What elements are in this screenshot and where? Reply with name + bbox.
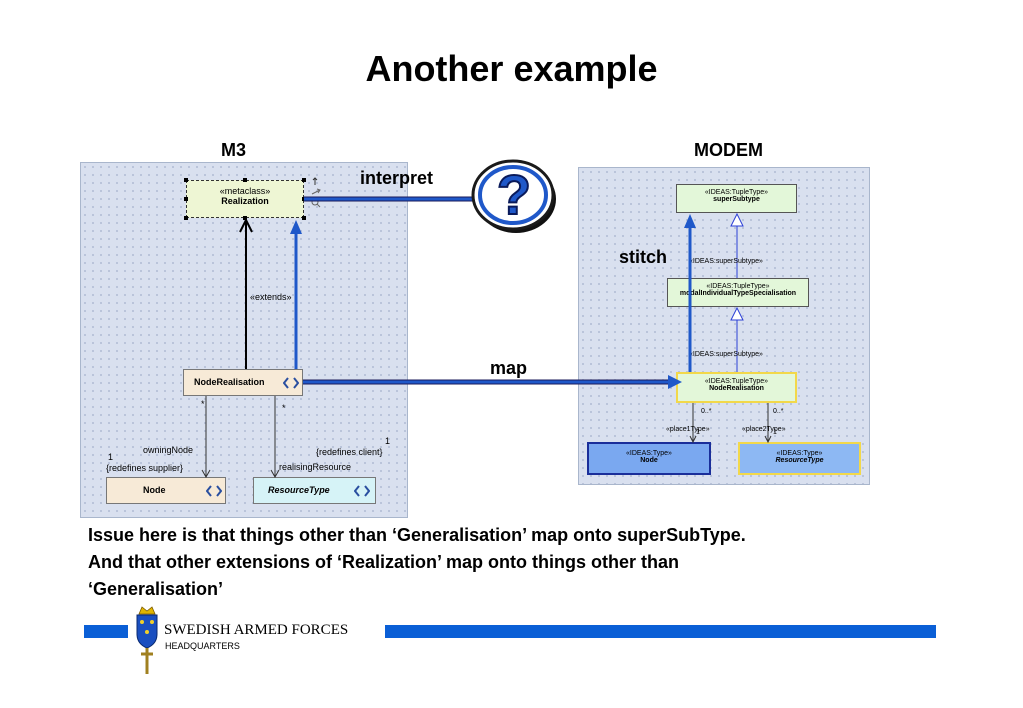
interface-icon xyxy=(206,485,222,497)
map-label: map xyxy=(490,358,528,378)
selection-handle[interactable] xyxy=(302,178,306,182)
mult-right-label: 0..* xyxy=(773,408,784,415)
node-class-box[interactable]: Node xyxy=(106,477,226,504)
stitch-label: stitch xyxy=(619,247,668,267)
resource-type-class-box[interactable]: ResourceType xyxy=(253,477,376,504)
mult-one-right: 1 xyxy=(385,436,391,446)
redefines-supplier-label: {redefines supplier} xyxy=(106,463,184,473)
modem-node-stereotype: «IDEAS:Type» xyxy=(626,450,672,457)
modem-heading: MODEM xyxy=(694,140,763,160)
mult-star-right: * xyxy=(282,403,286,413)
mult-star-left: * xyxy=(201,399,205,409)
issue-text: Issue here is that things other than ‘Ge… xyxy=(88,522,988,603)
realization-stereotype: «metaclass» xyxy=(219,186,271,196)
owning-node-label: owningNode xyxy=(143,445,194,455)
question-mark-glyph: ? xyxy=(496,162,532,227)
node-realisation-name: NodeRealisation xyxy=(194,377,265,387)
modem-node-name: Node xyxy=(640,457,658,464)
mult-one-left: 1 xyxy=(108,452,114,462)
selection-handle[interactable] xyxy=(243,216,247,220)
m3-diagram-panel xyxy=(80,162,408,518)
interface-icon xyxy=(283,377,299,389)
stitch-arrowhead xyxy=(684,214,696,228)
selection-handle[interactable] xyxy=(184,178,188,182)
armed-forces-emblem-icon xyxy=(136,606,158,674)
node-name: Node xyxy=(143,485,166,495)
one-right-label: 1 xyxy=(773,429,777,436)
resource-type-name: ResourceType xyxy=(268,485,330,495)
m3-heading: M3 xyxy=(221,140,247,160)
selection-handle[interactable] xyxy=(184,197,188,201)
extends-label: «extends» xyxy=(250,292,292,302)
place2-label: «place2Type» xyxy=(742,426,786,433)
modem-diagram-panel xyxy=(578,167,870,485)
node-realisation-class-box[interactable]: NodeRealisation xyxy=(183,369,303,396)
footer-bar-right xyxy=(385,625,936,638)
realising-resource-label: realisingResource xyxy=(279,462,352,472)
redefines-client-label: {redefines client} xyxy=(316,447,383,457)
super-subtype-stereotype: «IDEAS:TupleType» xyxy=(704,189,769,196)
modem-node-realisation-stereotype: «IDEAS:TupleType» xyxy=(704,378,769,385)
modal-stereotype: «IDEAS:TupleType» xyxy=(706,283,770,290)
super-subtype-name: superSubtype xyxy=(713,196,760,203)
place2-arrowhead xyxy=(764,435,772,444)
modal-name: modalIndividualTypeSpecialisation xyxy=(679,290,797,297)
footer-org-name: SWEDISH ARMED FORCES xyxy=(164,622,349,638)
modem-super-subtype-box[interactable]: «IDEAS:TupleType» superSubtype xyxy=(676,184,797,213)
modem-node-realisation-name: NodeRealisation xyxy=(709,385,764,392)
extends-arrowhead xyxy=(239,217,253,233)
generalization-arrowhead xyxy=(730,212,744,227)
footer-bar-left xyxy=(84,625,128,638)
mult-left-label: 0..* xyxy=(701,408,712,415)
realising-resource-arrowhead xyxy=(270,469,280,479)
question-mark-icon xyxy=(471,159,556,233)
map-arrowhead xyxy=(668,375,682,389)
rel2-label: «IDEAS:superSubtype» xyxy=(689,351,763,358)
selection-handle[interactable] xyxy=(184,216,188,220)
modem-node-realisation-box[interactable]: «IDEAS:TupleType» NodeRealisation xyxy=(676,372,797,403)
owning-node-arrowhead xyxy=(201,469,211,479)
modem-resource-type-stereotype: «IDEAS:Type» xyxy=(776,450,823,457)
selection-handle[interactable] xyxy=(302,216,306,220)
slide-title: Another example xyxy=(365,48,658,89)
m3-vertical-blue-arrowhead xyxy=(290,220,302,234)
modem-node-box[interactable]: «IDEAS:Type» Node xyxy=(587,442,711,475)
place1-label: «place1Type» xyxy=(666,426,710,433)
issue-line-2: And that other extensions of ‘Realizatio… xyxy=(88,552,680,572)
place1-arrowhead xyxy=(689,435,697,444)
issue-line-3: ‘Generalisation’ xyxy=(88,579,224,599)
issue-line-1: Issue here is that things other than ‘Ge… xyxy=(88,525,746,545)
modem-resource-type-name: ResourceType xyxy=(775,457,824,464)
one-left-label: 1 xyxy=(696,429,700,436)
selection-handle[interactable] xyxy=(243,178,247,182)
rel1-label: «IDEAS:superSubtype» xyxy=(689,258,763,265)
realization-name: Realization xyxy=(221,196,269,206)
footer-sub-name: HEADQUARTERS xyxy=(165,641,240,651)
interpret-label: interpret xyxy=(360,168,434,188)
generalization-arrowhead xyxy=(730,306,744,321)
modem-resource-type-box[interactable]: «IDEAS:Type» ResourceType xyxy=(738,442,861,475)
interface-icon xyxy=(354,485,370,497)
